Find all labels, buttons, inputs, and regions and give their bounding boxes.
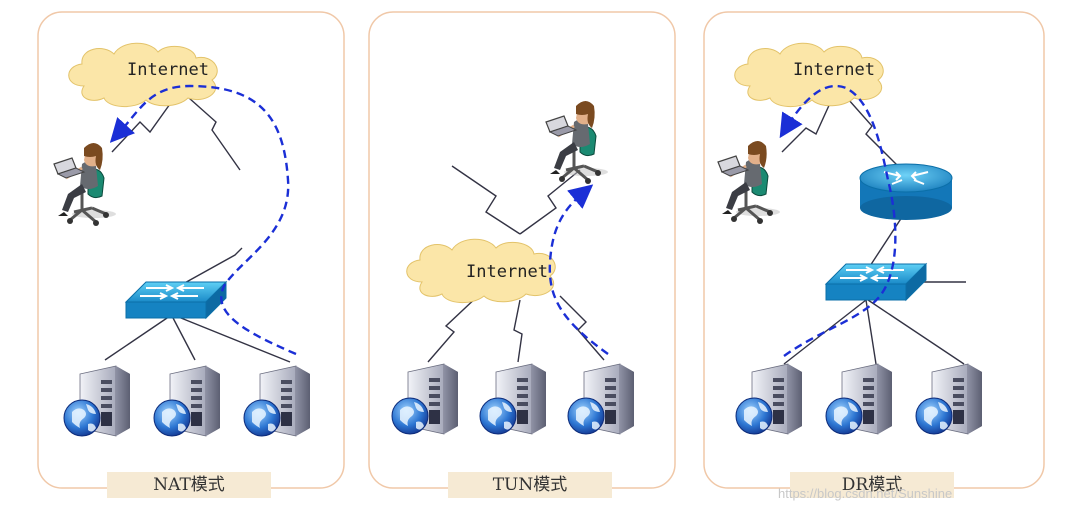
link-switch-rs1 [104,315,171,361]
router-icon [859,163,953,220]
cloud-label: Internet [793,60,875,80]
panel-label-nat: NAT模式 [107,472,271,498]
link-internet-client [781,89,837,153]
watermark: https://blog.csdn.net/Sunshine [778,486,953,501]
switch-icon [825,263,927,301]
link-internet-router [839,89,901,169]
tun-panel [391,99,635,435]
link-director-switch [171,247,243,291]
link-client-internet [519,169,581,235]
link-switch-rs1 [783,299,867,365]
cloud-label: Internet [127,60,209,80]
link-internet-director [179,89,241,171]
link-switch-rs2 [171,315,196,361]
dr-panel [716,42,983,435]
nat-panel [52,42,311,437]
link-switch-rs3 [867,299,965,365]
cloud-label: Internet [466,262,548,282]
link-switch-rs2 [865,299,877,365]
link-internet-rs3 [559,295,605,361]
packet-path-arrow [548,184,609,355]
packet-path-arrow [779,84,897,357]
link-internet-rs1 [427,293,481,363]
link-router-switch [869,213,905,267]
panel-label-tun: TUN模式 [448,472,612,498]
link-director-internet [451,165,521,235]
packet-path-arrow [109,84,297,356]
link-switch-rs3 [175,315,291,363]
switch-icon [125,281,227,319]
panel-label-dr: DR模式 [790,472,954,498]
link-internet-rs2 [513,299,523,363]
